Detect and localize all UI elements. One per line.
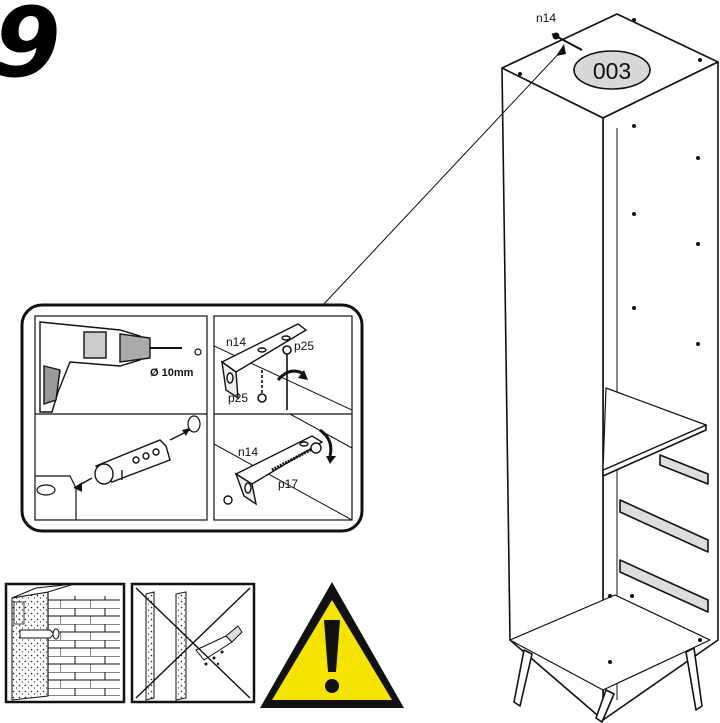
part-label-p25-top: p25 xyxy=(294,339,314,353)
cabinet-holes xyxy=(518,18,702,664)
callout-pointer xyxy=(321,47,565,307)
panel-bracket-wall: n14 p17 xyxy=(214,414,352,520)
part-label-n14-wall: n14 xyxy=(238,445,258,459)
panel-bracket-screws: n14 p25 p25 xyxy=(214,323,352,411)
drill-size-label: Ø 10mm xyxy=(150,367,194,379)
panel-number: 003 xyxy=(593,58,631,84)
arrow-head-icon xyxy=(556,44,566,56)
drill-icon xyxy=(39,321,182,413)
screw-icon xyxy=(257,345,292,410)
part-label-p25-bottom: p25 xyxy=(228,391,248,405)
hollow-wall-icon xyxy=(130,582,256,704)
wall-plug-icon xyxy=(94,439,171,485)
warning-icon xyxy=(260,582,404,708)
step-number: 9 xyxy=(0,0,61,99)
cabinet xyxy=(501,13,719,723)
brick-wall-icon xyxy=(4,582,126,704)
part-label-n14: n14 xyxy=(226,335,246,349)
bracket-icon xyxy=(220,323,308,400)
wall-hole xyxy=(187,415,201,433)
wall-screw-icon xyxy=(223,442,322,505)
drill-target-hole xyxy=(194,348,202,356)
panel-drill: Ø 10mm xyxy=(39,321,202,413)
panel-wall-plug xyxy=(35,415,201,520)
bracket-icon xyxy=(234,435,324,506)
top-bracket-icon xyxy=(551,32,583,51)
part-label-p17: p17 xyxy=(278,477,298,491)
rotate-arrow-icon xyxy=(319,428,333,457)
rotate-arrow-icon xyxy=(276,369,305,382)
top-part-label: n14 xyxy=(536,11,556,25)
panel-number-oval xyxy=(573,50,651,90)
